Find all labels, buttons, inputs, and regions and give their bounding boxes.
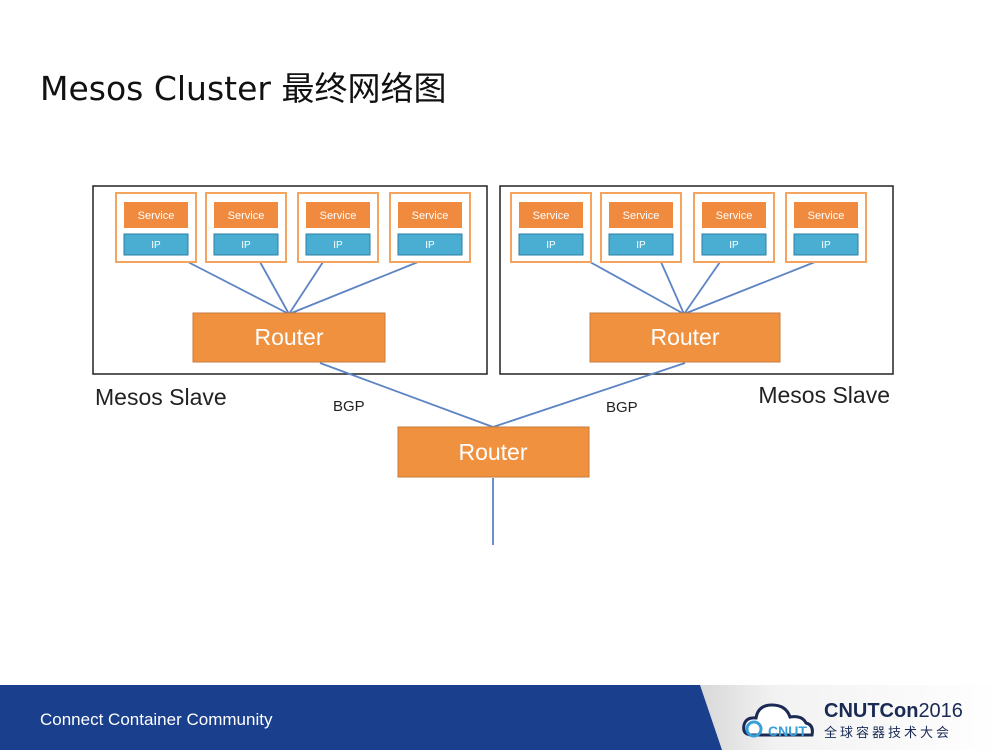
- connection-lines: [187, 261, 816, 545]
- service-label: Service: [412, 210, 449, 222]
- right-service-group-3: Service IP: [693, 192, 775, 263]
- right-slave-label: Mesos Slave: [758, 382, 890, 408]
- right-service-group-1: Service IP: [510, 192, 592, 263]
- service-label: Service: [138, 210, 175, 222]
- ip-label: IP: [636, 240, 646, 251]
- service-label: Service: [320, 210, 357, 222]
- service-label: Service: [533, 210, 570, 222]
- ip-label: IP: [729, 240, 739, 251]
- left-router-label: Router: [254, 324, 323, 350]
- left-service-group-4: Service IP: [389, 192, 471, 263]
- footer-tagline: Connect Container Community: [40, 710, 273, 729]
- service-label: Service: [623, 210, 660, 222]
- core-router-label: Router: [458, 439, 527, 465]
- left-service-group-2: Service IP: [205, 192, 287, 263]
- core-router-box: [397, 426, 590, 478]
- page-title: Mesos Cluster 最终网络图: [40, 69, 447, 108]
- left-slave-label: Mesos Slave: [95, 384, 227, 410]
- ip-label: IP: [821, 240, 831, 251]
- right-router-box: [589, 312, 781, 363]
- ip-label: IP: [333, 240, 343, 251]
- bgp-left-label: BGP: [333, 398, 365, 415]
- brand-subtitle: 全球容器技术大会: [824, 726, 953, 741]
- left-service-group-3: Service IP: [297, 192, 379, 263]
- right-service-group-2: Service IP: [600, 192, 682, 263]
- brand-name: CNUTCon2016: [824, 700, 963, 722]
- ip-label: IP: [546, 240, 556, 251]
- ip-label: IP: [425, 240, 435, 251]
- left-router-box: [192, 312, 386, 363]
- service-label: Service: [716, 210, 753, 222]
- bgp-right-label: BGP: [606, 399, 638, 416]
- right-service-group-4: Service IP: [785, 192, 867, 263]
- cnutcon-brand: CNUT CNUTCon2016 全球容器技术大会: [740, 695, 990, 743]
- cnut-logo-text: CNUT: [768, 723, 807, 739]
- ip-label: IP: [241, 240, 251, 251]
- service-label: Service: [808, 210, 845, 222]
- network-diagram: Service IP Service IP Service IP Service…: [92, 185, 894, 545]
- ip-label: IP: [151, 240, 161, 251]
- cnut-cloud-logo-icon: CNUT: [742, 703, 814, 739]
- left-service-group-1: Service IP: [115, 192, 197, 263]
- right-router-label: Router: [650, 324, 719, 350]
- service-label: Service: [228, 210, 265, 222]
